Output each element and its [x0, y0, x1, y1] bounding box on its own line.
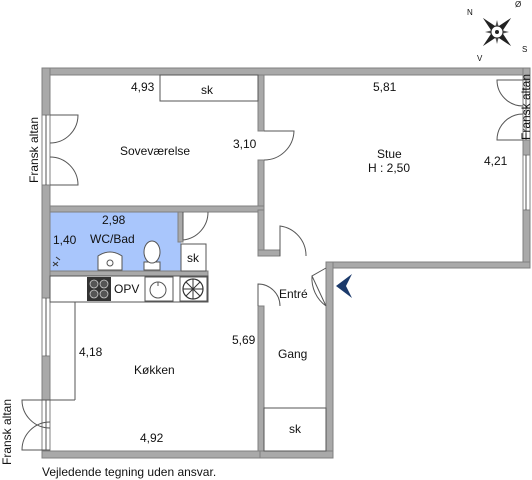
kitchen-dim-bottom: 4,92: [140, 431, 164, 445]
compass-east: Ø: [515, 0, 521, 9]
toilet-icon: [143, 240, 161, 271]
kitchen-sink-icon: [144, 276, 174, 302]
hallway-closet: [263, 407, 327, 452]
oven-label: OPV: [114, 282, 139, 296]
windows: [41, 79, 531, 451]
living-name: Stue: [377, 147, 402, 161]
hallway-name: Gang: [278, 347, 307, 361]
bathroom-dim-top: 2,98: [102, 213, 126, 227]
washbasin-icon: [97, 251, 123, 271]
living-height: H : 2,50: [368, 161, 410, 175]
kitchen-counter: [49, 275, 209, 401]
bedroom-name: Soveværelse: [120, 144, 190, 158]
bathroom-closet: [180, 243, 207, 272]
kitchen-dim-side: 4,18: [79, 345, 103, 359]
cooktop-icon: [87, 277, 111, 301]
compass-west: V: [477, 54, 483, 63]
shower-icon: [52, 256, 61, 267]
living-dim-top: 5,81: [373, 80, 397, 94]
bathroom-closet-label: sk: [187, 251, 200, 265]
bedroom-dim-side: 3,10: [233, 137, 257, 151]
entrance-name: Entré: [279, 287, 308, 301]
doors: [21, 79, 524, 451]
bathroom-name: WC/Bad: [90, 232, 135, 246]
living-dim-side: 4,21: [484, 154, 508, 168]
compass-north: N: [467, 8, 473, 17]
disclaimer: Vejledende tegning uden ansvar.: [42, 465, 216, 479]
kitchen-dim-right: 5,69: [232, 333, 256, 347]
hallway-closet-label: sk: [289, 422, 302, 436]
bedroom-closet: [159, 74, 259, 102]
kitchen-name: Køkken: [134, 363, 175, 377]
balcony-left-upper-label: Fransk altan: [27, 117, 41, 183]
compass-rose-icon: [482, 17, 512, 47]
bathroom-dim-side: 1,40: [53, 233, 77, 247]
bedroom-closet-label: sk: [201, 83, 214, 97]
entrance-arrow-icon: [336, 274, 352, 298]
compass-south: S: [522, 45, 527, 54]
balcony-left-lower-label: Fransk altan: [0, 399, 14, 465]
balcony-right-label: Fransk altan: [519, 74, 532, 140]
dishwasher-icon: [179, 276, 208, 302]
outer-walls: [41, 67, 531, 459]
bedroom-dim-top: 4,93: [131, 80, 155, 94]
